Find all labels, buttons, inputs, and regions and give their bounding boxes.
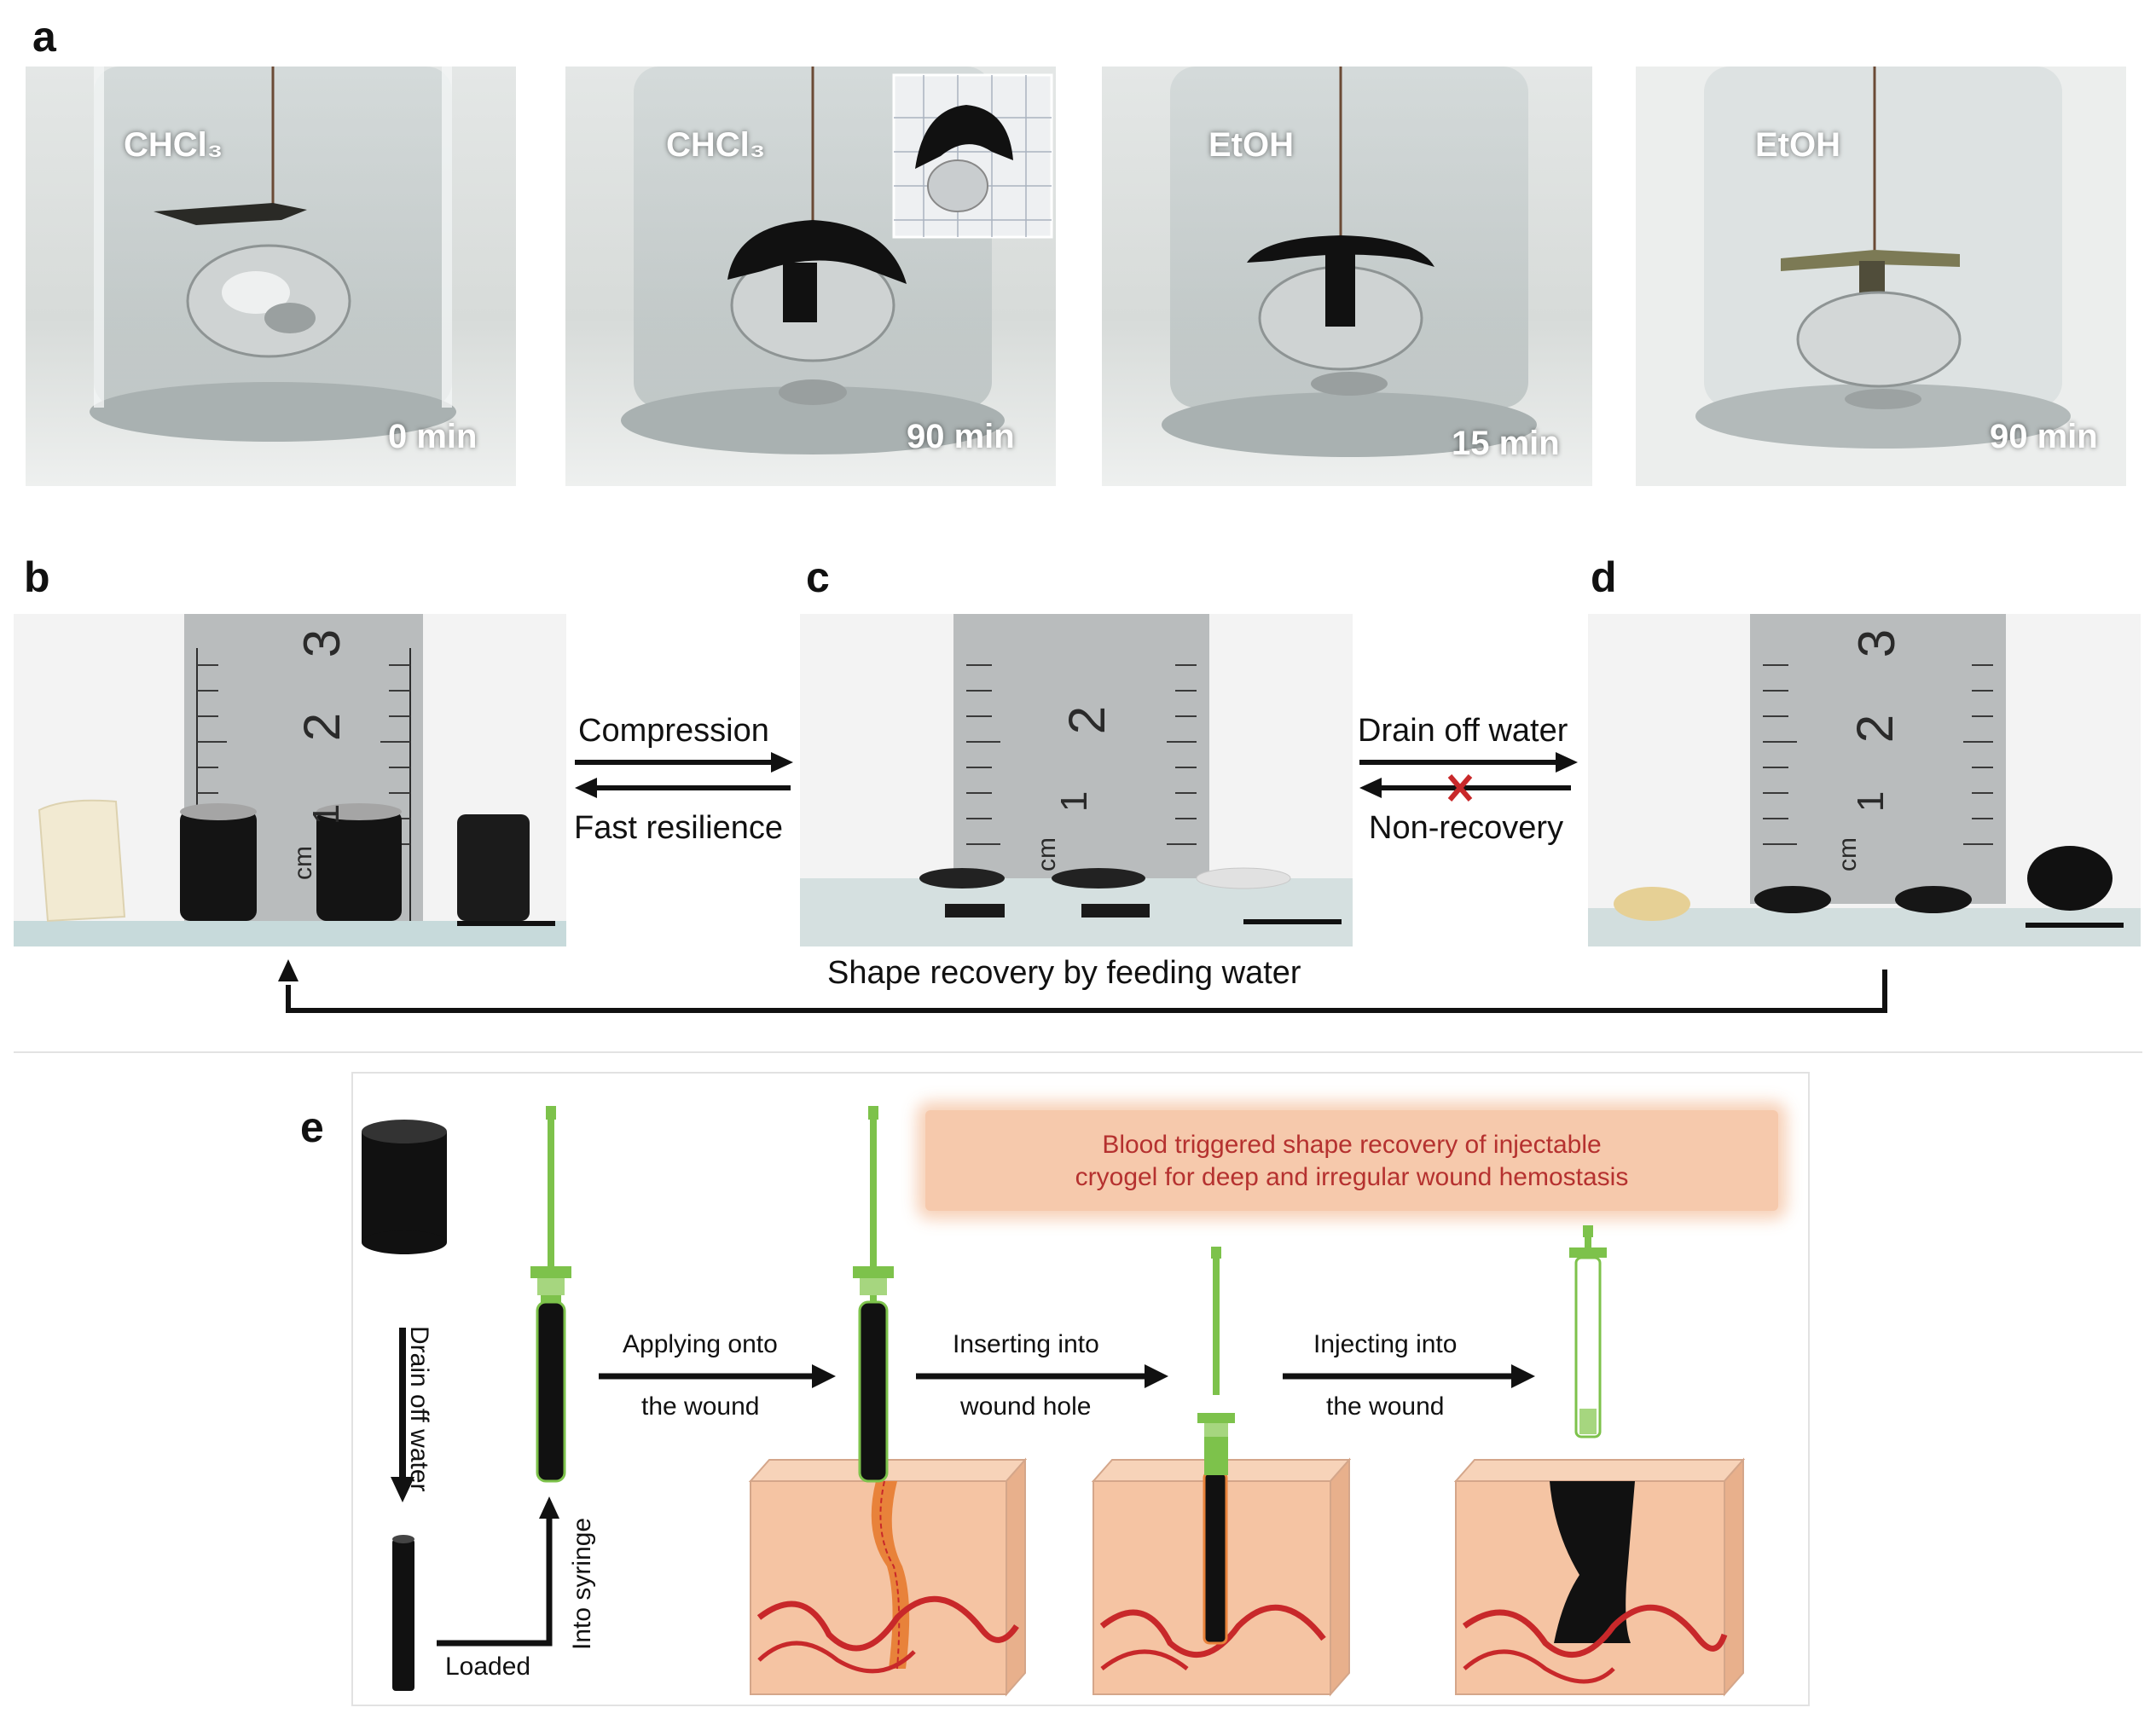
step2-line2: wound hole	[960, 1392, 1092, 1421]
ruler-tick-3: 3	[1848, 628, 1906, 658]
syringe-vertical-label: Into syringe	[568, 1517, 596, 1650]
banner-line-2: cryogel for deep and irregular wound hem…	[1075, 1163, 1629, 1191]
recovery-arrow	[278, 959, 1887, 1013]
step1-line1: Applying onto	[623, 1330, 778, 1358]
step1-line2: the wound	[641, 1392, 760, 1421]
resilience-label: Fast resilience	[574, 810, 783, 846]
compression-arrow	[575, 752, 793, 798]
drain-label: Drain off water	[1358, 713, 1568, 749]
time-label: 90 min	[1990, 418, 2098, 455]
banner: Blood triggered shape recovery of inject…	[925, 1110, 1778, 1211]
syringe-icon	[530, 1106, 571, 1483]
compression-label: Compression	[578, 713, 769, 749]
ruler-tick-1: 1	[305, 803, 348, 825]
panel-label-b: b	[24, 553, 50, 601]
beaker-photo-2: CHCl₃ 90 min	[565, 67, 1056, 486]
banner-line-1: Blood triggered shape recovery of inject…	[1102, 1131, 1602, 1159]
panel-label-e: e	[300, 1103, 324, 1151]
beaker-photo-1: CHCl₃ 0 min	[26, 67, 516, 486]
beaker-photo-3: EtOH 15 min	[1102, 67, 1592, 486]
syringe-icon	[853, 1106, 894, 1483]
solvent-label: EtOH	[1755, 126, 1840, 164]
ruler-tick-3: 3	[293, 628, 351, 658]
solvent-label: EtOH	[1208, 126, 1294, 164]
ruler-tick-2: 2	[1058, 705, 1116, 735]
panel-label-a: a	[32, 13, 56, 61]
drain-arrow	[1359, 752, 1578, 802]
cryogel-photo-c: 1 2 cm	[800, 614, 1353, 946]
nonrecovery-label: Non-recovery	[1369, 810, 1564, 846]
cryogel-photo-b: 1 2 3 cm	[14, 614, 566, 946]
solvent-label: CHCl₃	[124, 126, 223, 164]
cryogel-photo-d: 1 2 3 cm	[1588, 614, 2141, 946]
ruler-unit: cm	[1033, 837, 1061, 871]
injection-schematic	[362, 1106, 1746, 1697]
loaded-label: Loaded	[445, 1653, 531, 1681]
ruler-unit: cm	[289, 846, 317, 880]
panel-label-c: c	[806, 553, 830, 601]
syringe-icon	[1197, 1247, 1235, 1475]
time-label: 15 min	[1452, 425, 1560, 462]
recovery-label: Shape recovery by feeding water	[827, 955, 1301, 991]
ruler-tick-1: 1	[1850, 790, 1892, 813]
time-label: 0 min	[388, 418, 478, 455]
step3-line1: Injecting into	[1313, 1330, 1458, 1358]
section-divider	[14, 1051, 2142, 1053]
ruler-tick-2: 2	[293, 712, 351, 742]
drain-vertical-label: Drain off water	[405, 1326, 433, 1492]
syringe-icon	[1569, 1225, 1607, 1438]
ruler-tick-1: 1	[1053, 790, 1096, 813]
step3-line2: the wound	[1326, 1392, 1445, 1421]
panel-label-d: d	[1591, 553, 1617, 601]
beaker-photo-4: EtOH 90 min	[1636, 67, 2126, 486]
time-label: 90 min	[907, 418, 1015, 455]
step2-line1: Inserting into	[953, 1330, 1099, 1358]
solvent-label: CHCl₃	[666, 126, 766, 164]
ruler-unit: cm	[1834, 837, 1862, 871]
schematic-frame	[351, 1072, 1810, 1706]
ruler-tick-2: 2	[1846, 714, 1904, 744]
